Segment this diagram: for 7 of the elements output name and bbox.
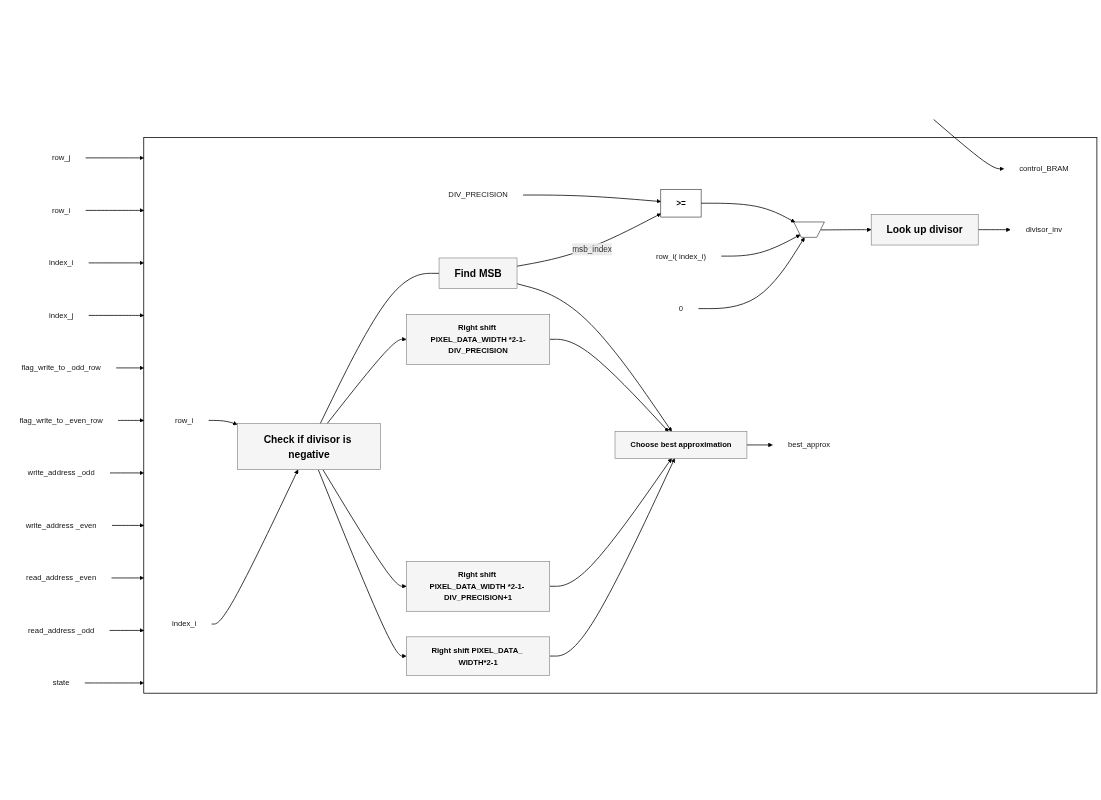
node-box: Look up divisor <box>870 213 979 246</box>
node-trapezoid <box>793 221 825 238</box>
edge-label: msb_index <box>572 244 612 254</box>
node-box: >= <box>660 188 702 218</box>
node-box: Check if divisor is negative <box>237 423 381 470</box>
cluster <box>143 136 1098 694</box>
node-box: Find MSB <box>438 257 518 289</box>
